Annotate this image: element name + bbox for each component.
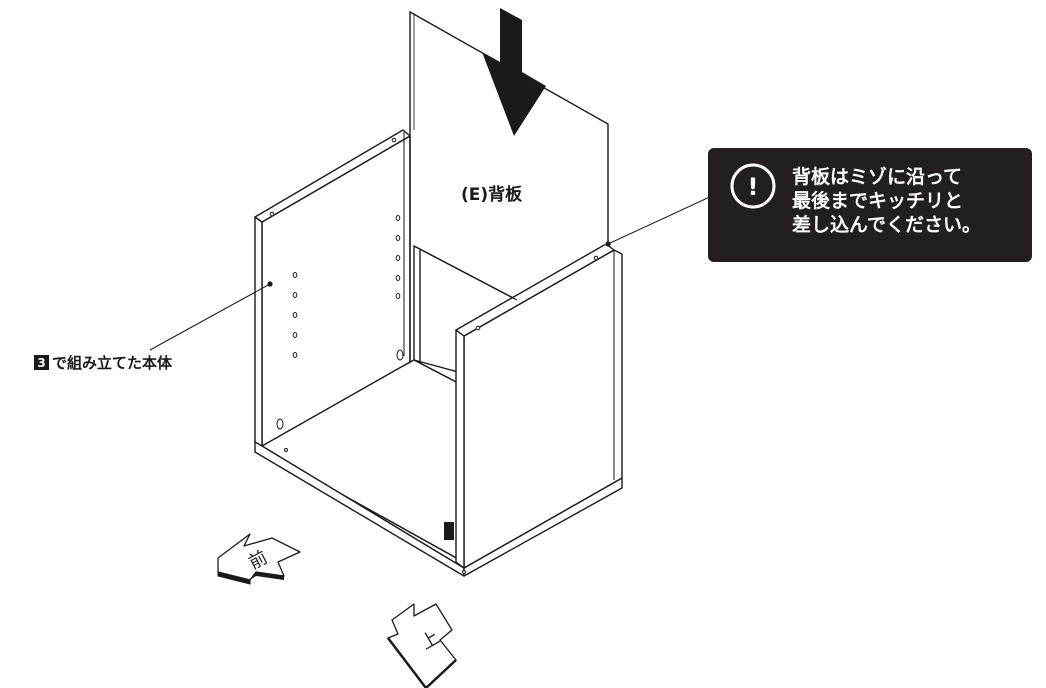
panel-leader-dot bbox=[605, 241, 611, 247]
exclamation-circle-icon: ! bbox=[730, 163, 776, 209]
body-leader-dot bbox=[267, 281, 273, 287]
top-direction-arrow: 上 bbox=[387, 603, 457, 688]
step-number: 3 bbox=[37, 356, 45, 370]
cabinet-body bbox=[254, 129, 623, 577]
screw-marks bbox=[269, 137, 599, 574]
back-panel-label: (E)背板 bbox=[461, 184, 523, 205]
svg-text:!: ! bbox=[748, 173, 759, 201]
leader-lines bbox=[149, 194, 715, 351]
foot-detail bbox=[444, 522, 454, 540]
body-ref-label: 3 で組み立てた本体 bbox=[34, 354, 173, 372]
step-number-badge bbox=[34, 355, 49, 370]
body-ref-text: で組み立てた本体 bbox=[52, 354, 173, 372]
note-line-3: 差し込んでください。 bbox=[792, 213, 981, 236]
note-callout: ! 背板はミゾに沿って 最後までキッチリと 差し込んでください。 bbox=[708, 148, 1032, 262]
note-line-2: 最後までキッチリと bbox=[792, 189, 963, 212]
front-direction-arrow: 前 bbox=[217, 533, 301, 585]
shelf-pin-holes bbox=[276, 215, 404, 430]
left-panel-edge bbox=[254, 216, 263, 447]
right-panel-front-edge bbox=[455, 329, 465, 569]
note-line-1: 背板はミゾに沿って bbox=[792, 165, 962, 188]
insert-arrow-icon bbox=[482, 8, 546, 136]
